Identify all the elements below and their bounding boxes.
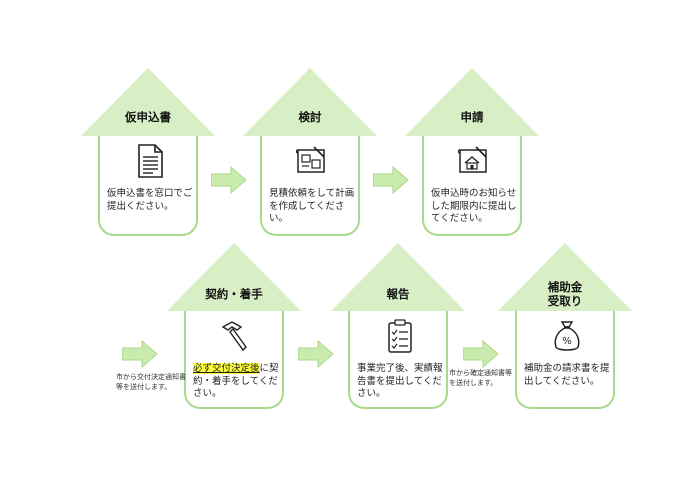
- step-title: 検討: [298, 110, 322, 124]
- step-description-rest: に契約・着手をしてください。: [193, 363, 279, 399]
- step-card: % 補助金の請求書を提出してください。: [515, 311, 615, 409]
- step-card: 仮申込書を窓口でご提出ください。: [98, 136, 198, 236]
- step-card: 事業完了後、実績報告書を提出してください。: [348, 311, 448, 409]
- step-description: 見積依頼をして計画を作成してください。: [269, 188, 355, 224]
- flow-arrow-icon: [373, 166, 409, 194]
- step-roof: [405, 68, 539, 136]
- step-roof: [81, 68, 215, 136]
- step-description: 必ず交付決定後に契約・着手をしてください。: [193, 363, 279, 401]
- step-title-line2: 受取り: [547, 294, 583, 308]
- hammer-icon: [221, 321, 247, 352]
- step-roof: [498, 243, 632, 311]
- step-roof: [243, 68, 377, 136]
- svg-text:%: %: [562, 336, 572, 347]
- note-grant-decision-notice: 市から交付決定通知書等を送付します。: [116, 373, 186, 391]
- step-title: 補助金 受取り: [498, 280, 632, 308]
- step-roof: [167, 243, 301, 311]
- step-title: 契約・着手: [205, 287, 263, 301]
- step-description: 仮申込書を窓口でご提出ください。: [107, 188, 193, 212]
- step-card: 仮申込時のお知らせした期限内に提出してください。: [422, 136, 522, 236]
- money-bag-icon: %: [554, 321, 580, 351]
- house-plan-icon: [457, 146, 487, 173]
- flow-arrow-icon: [211, 166, 247, 194]
- step-description: 仮申込時のお知らせした期限内に提出してください。: [431, 188, 517, 224]
- step-title: 仮申込書: [125, 110, 171, 124]
- blueprint-icon: [295, 146, 325, 173]
- step-card: 必ず交付決定後に契約・着手をしてください。: [184, 311, 284, 409]
- step-title-line1: 補助金: [547, 280, 583, 294]
- step-description: 事業完了後、実績報告書を提出してください。: [357, 363, 443, 399]
- document-icon: [138, 144, 163, 178]
- step-roof: [331, 243, 465, 311]
- flow-arrow-icon: [463, 340, 499, 368]
- step-title: 報告: [386, 287, 410, 301]
- step-description: 補助金の請求書を提出してください。: [524, 363, 610, 387]
- highlight-required-after-decision: 必ず交付決定後: [193, 363, 260, 374]
- step-title: 申請: [460, 110, 484, 124]
- flow-arrow-icon: [298, 340, 334, 368]
- flow-arrow-icon: [122, 340, 158, 368]
- clipboard-checklist-icon: [388, 319, 412, 353]
- step-card: 見積依頼をして計画を作成してください。: [260, 136, 360, 236]
- note-final-decision-notice: 市から確定通知書等を送付します。: [449, 369, 512, 387]
